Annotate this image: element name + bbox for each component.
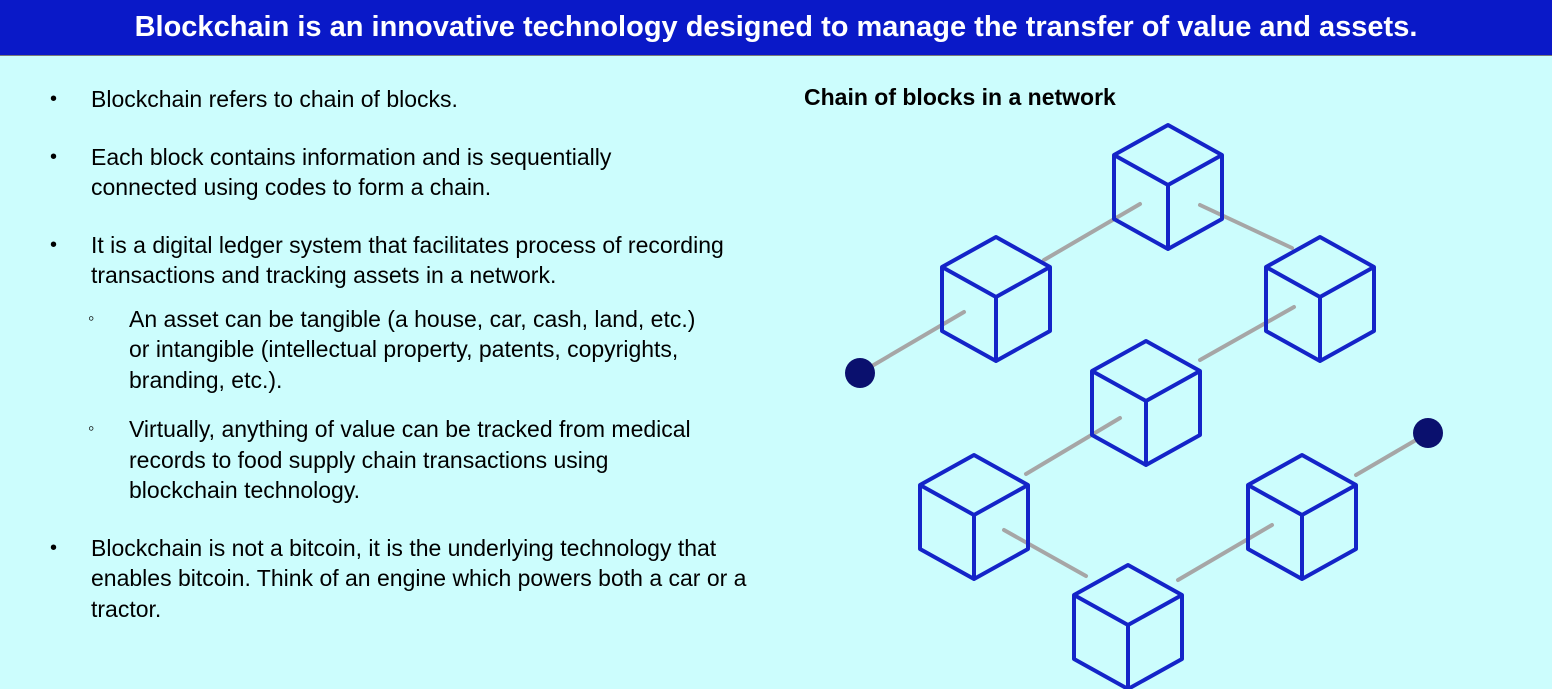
chain-link [1176,523,1274,582]
block-cube-icon [918,453,1030,581]
bullet-text: It is a digital ledger system that facil… [91,231,724,289]
bullet-item: • Blockchain is not a bitcoin, it is the… [50,533,770,625]
sub-bullet-item: ◦ Virtually, anything of value can be tr… [88,414,770,506]
sub-bullet-text: An asset can be tangible (a house, car, … [129,305,696,393]
sub-bullet-mark: ◦ [88,307,95,328]
sub-bullet-item: ◦ An asset can be tangible (a house, car… [88,304,770,396]
bullet-item: • Blockchain refers to chain of blocks. [50,84,770,115]
bullet-text: Blockchain is not a bitcoin, it is the u… [91,534,747,622]
block-cube-icon [1072,563,1184,689]
sub-bullet-list: ◦ An asset can be tangible (a house, car… [50,304,770,506]
chain-link [858,310,966,375]
bullet-item: • It is a digital ledger system that fac… [50,230,770,291]
chain-end-node [1413,418,1443,448]
chain-link [1198,305,1296,362]
sub-bullet-mark: ◦ [88,418,95,438]
chain-end-node [845,358,875,388]
page-title: Blockchain is an innovative technology d… [0,0,1552,56]
bullet-item: • Each block contains information and is… [50,142,770,203]
chain-link [1002,528,1088,578]
chain-link [1198,203,1294,250]
chain-link [1042,202,1142,262]
block-cube-icon [940,235,1052,363]
bullet-mark: • [50,233,58,256]
bullet-mark: • [50,536,58,559]
block-cube-icon [1112,123,1224,251]
slide-content: • Blockchain refers to chain of blocks. … [0,56,1552,689]
block-cube-icon [1246,453,1358,581]
bullet-text: Each block contains information and is s… [91,143,612,201]
blockchain-network-diagram [845,123,1443,689]
chain-link [1024,416,1122,476]
diagram-title: Chain of blocks in a network [804,84,1116,110]
bullet-mark: • [50,88,58,110]
sub-bullet-text: Virtually, anything of value can be trac… [129,416,691,503]
bullet-list: • Blockchain refers to chain of blocks. … [50,84,770,651]
block-cube-icon [1264,235,1376,363]
bullet-mark: • [50,145,58,168]
block-cube-icon [1090,339,1202,467]
bullet-text: Blockchain refers to chain of blocks. [91,86,458,112]
